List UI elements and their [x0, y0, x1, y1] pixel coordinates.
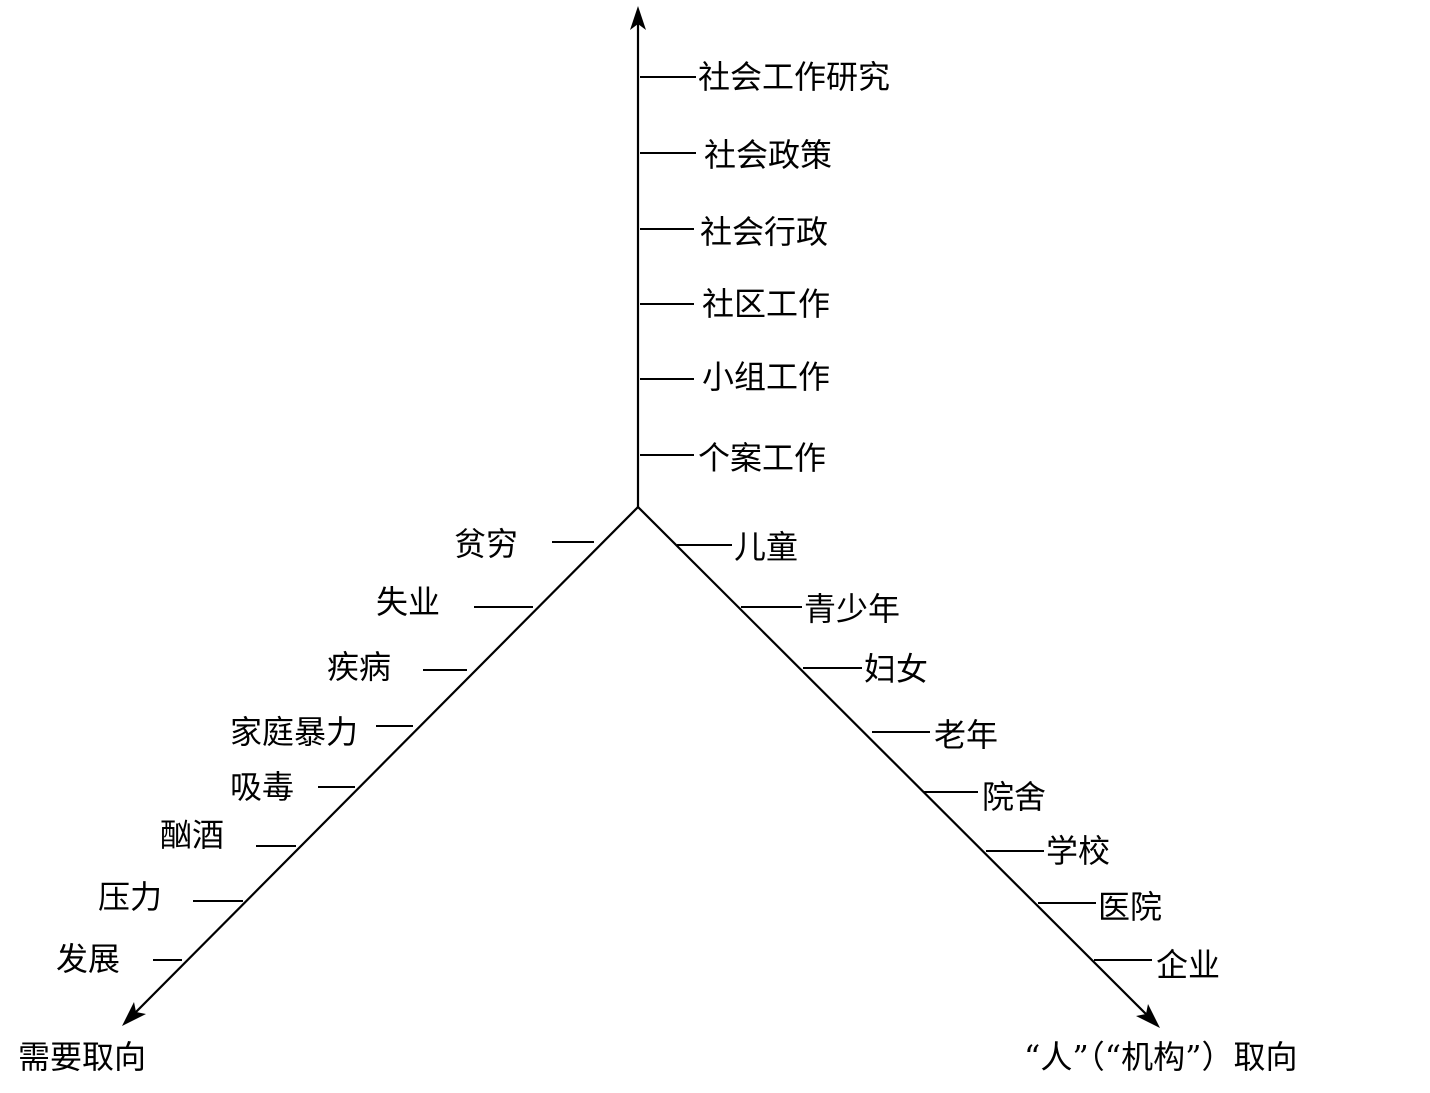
- left-axis-line: [127, 506, 639, 1021]
- left-axis-items: 贫穷 失业 疾病 家庭暴力 吸毒 酗酒 压力 发展: [56, 525, 594, 978]
- right-item-label: 妇女: [864, 650, 928, 688]
- left-item-label: 发展: [56, 940, 120, 978]
- left-item-label: 压力: [98, 878, 162, 916]
- right-item-label: 医院: [1098, 888, 1162, 926]
- left-arrowhead: [122, 1002, 146, 1026]
- left-item-label: 疾病: [327, 648, 391, 686]
- vertical-item-label: 社会行政: [700, 213, 828, 251]
- right-axis-items: 儿童 青少年 妇女 老年 院舍 学校 医院 企业: [677, 528, 1220, 984]
- vertical-arrowhead: [630, 6, 646, 30]
- left-item-label: 贫穷: [454, 525, 518, 563]
- vertical-item-label: 小组工作: [702, 358, 830, 396]
- right-arrowhead: [1136, 1004, 1160, 1028]
- right-axis-line: [637, 506, 1155, 1023]
- right-item-label: 院舍: [982, 778, 1046, 816]
- left-item-label: 吸毒: [230, 768, 294, 806]
- left-item-label: 家庭暴力: [230, 713, 358, 751]
- vertical-item-label: 个案工作: [698, 439, 826, 477]
- vertical-item-label: 社区工作: [702, 285, 830, 323]
- right-item-label: 青少年: [804, 590, 900, 628]
- left-item-label: 失业: [376, 583, 440, 621]
- vertical-axis-items: 社会工作研究 社会政策 社会行政 社区工作 小组工作 个案工作: [640, 58, 890, 477]
- right-item-label: 学校: [1046, 832, 1110, 870]
- right-axis-label: “人”（“机构”）取向: [1024, 1038, 1297, 1076]
- left-axis-label: 需要取向: [18, 1038, 146, 1076]
- right-item-label: 老年: [934, 716, 998, 754]
- vertical-item-label: 社会政策: [704, 136, 832, 174]
- left-item-label: 酗酒: [160, 816, 224, 854]
- right-item-label: 企业: [1156, 946, 1220, 984]
- vertical-item-label: 社会工作研究: [698, 58, 890, 96]
- right-item-label: 儿童: [734, 528, 798, 566]
